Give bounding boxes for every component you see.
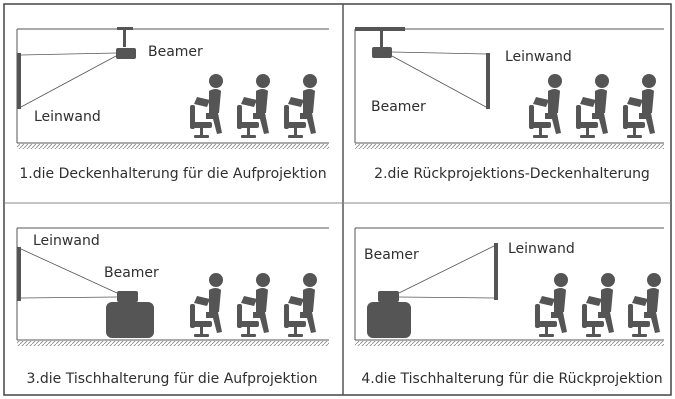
panel-4: Beamer Leinwand 4.die Tischhalterung für… [354,227,664,387]
floor-hatch [17,341,329,346]
panel-caption: 4.die Tischhalterung für die Rückprojekt… [361,371,662,387]
panel-2: Leinwand Beamer 2.die Rückprojektions-De… [354,27,664,182]
viewer-icon [237,74,270,138]
viewer-icon [284,273,317,337]
projector-label: Beamer [104,265,159,281]
ceiling-mount [380,31,383,48]
projector [378,291,399,302]
viewer-icon [284,74,317,138]
viewer-icon [628,273,661,337]
panel-caption: 2.die Rückprojektions-Deckenhalterung [374,166,650,182]
projection-ray-upper [20,52,117,56]
projector-label: Beamer [371,99,426,115]
panel-caption: 3.die Tischhalterung für die Aufprojekti… [27,371,318,387]
viewer-icon [576,74,609,138]
floor-hatch [355,341,664,346]
projection-ray-lower [391,55,487,108]
viewer-icon [190,273,223,337]
table [367,302,411,338]
screen [17,53,21,109]
screen [486,53,490,109]
projector [116,48,136,59]
screen-label: Leinwand [505,49,572,65]
screen-label: Leinwand [508,241,575,257]
screen [494,243,498,300]
audience [190,273,317,337]
screen-label: Leinwand [34,109,101,125]
projector-label: Beamer [364,247,419,263]
panel-caption: 1.die Deckenhalterung für die Aufprojekt… [19,166,326,182]
viewer-icon [582,273,615,337]
projector [372,47,392,58]
projection-ray-upper [20,248,118,294]
projection-ray-lower [398,296,495,299]
screen-label: Leinwand [33,233,100,249]
audience [529,74,656,138]
projector-label: Beamer [148,44,203,60]
panel-1: Beamer Leinwand 1.die Deckenhalterung fü… [16,27,329,182]
projection-ray-lower [20,296,118,299]
viewer-icon [237,273,270,337]
viewer-icon [535,273,568,337]
viewer-icon [190,74,223,138]
ceiling-mount [117,27,133,47]
table [106,302,154,338]
panel-3: Leinwand Beamer 3.die Tischhalterung für… [16,227,329,387]
floor-hatch [355,144,664,149]
audience [190,74,317,138]
projection-ray-upper [391,51,487,55]
screen [17,247,21,301]
diagram-frame [3,3,672,396]
audience [535,273,661,337]
projection-ray-lower [20,55,117,108]
viewer-icon [529,74,562,138]
ceiling-rail [355,27,405,31]
floor-hatch [17,144,329,149]
projector [117,291,138,302]
viewer-icon [623,74,656,138]
projection-ray-upper [398,245,495,294]
